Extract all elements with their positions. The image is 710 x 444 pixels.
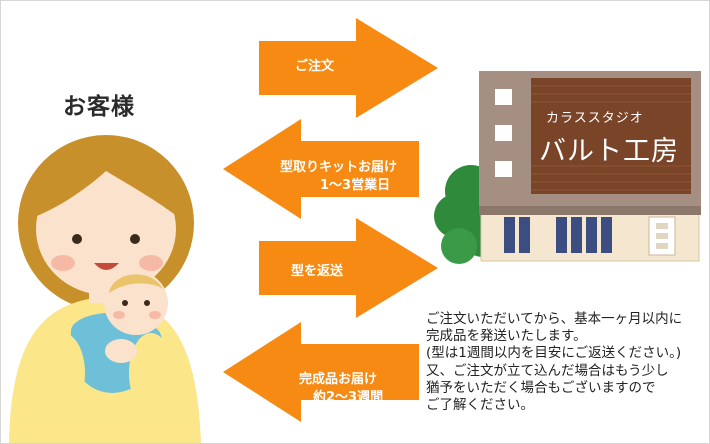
studio-building-illustration: [434, 71, 701, 264]
step-product-delivery-label: 完成品お届け 約2〜3週間: [299, 371, 383, 407]
note-line: ご注文いただいてから、基本一ヶ月以内に: [426, 311, 683, 327]
customer-label: お客様: [63, 94, 135, 120]
step-line: 完成品お届け: [299, 372, 378, 387]
step-line: 型取りキットお届け: [280, 160, 398, 175]
step-kit-delivery-label: 型取りキットお届け 1〜3営業日: [280, 159, 397, 195]
arrow-product-delivery: [223, 322, 419, 422]
delivery-note: ご注文いただいてから、基本一ヶ月以内に 完成品を発送いたします。 (型は1週間以…: [426, 311, 682, 414]
window: [495, 89, 512, 105]
arrow-kit-delivery: [223, 119, 419, 219]
sign-studio-name-small: カラススタジオ: [546, 111, 644, 126]
note-line: ご了解ください。: [426, 397, 534, 414]
sign-studio-name-large: バルト工房: [539, 136, 679, 167]
mother-holding-baby-illustration: [9, 135, 201, 443]
arrow-return-mold: [259, 218, 438, 318]
step-order-label: ご注文: [279, 58, 334, 76]
step-line: 1〜3営業日: [320, 178, 391, 193]
step-return-label: 型を返送: [291, 263, 343, 281]
step-line: 約2〜3週間: [313, 390, 384, 405]
studio-sign: [531, 78, 691, 194]
ground-windows: [504, 217, 612, 253]
note-line: (型は1週間以内を目安にご返送ください。): [426, 345, 682, 362]
step-line: ご注文: [295, 59, 335, 74]
note-line: 猶予をいただく場合もございますので: [426, 379, 656, 396]
step-line: 型を返送: [291, 264, 344, 279]
note-line: 完成品を発送いたします。: [426, 328, 587, 345]
arrow-order: [259, 18, 438, 118]
note-line: 又、ご注文が立て込んだ場合はもう少し: [426, 362, 669, 379]
